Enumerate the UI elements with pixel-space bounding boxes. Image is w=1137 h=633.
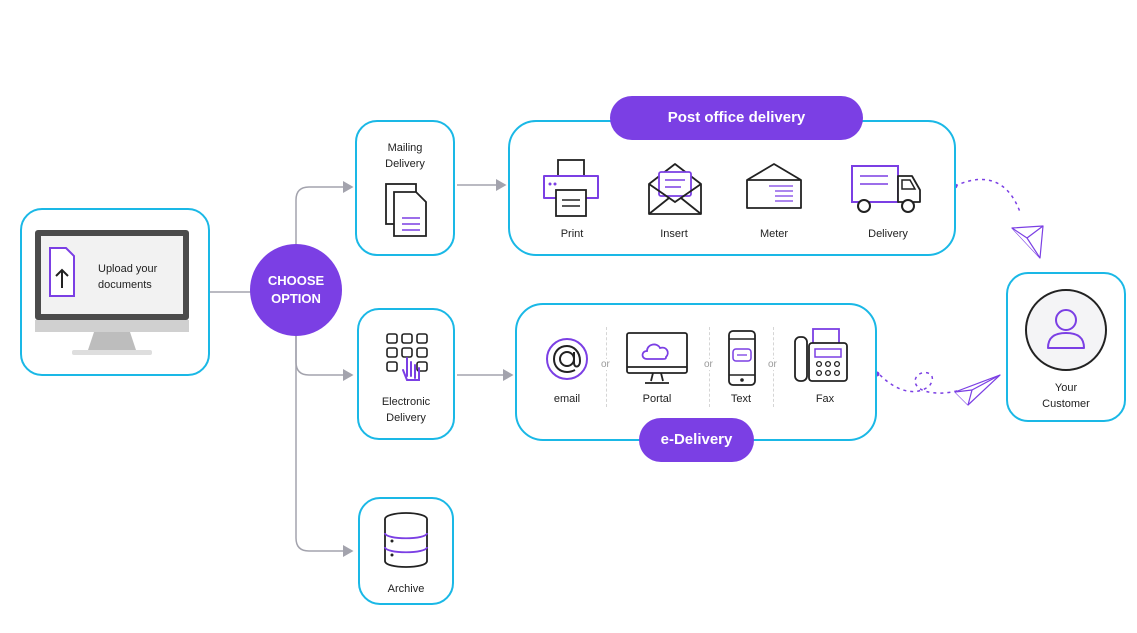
printer-icon	[543, 159, 599, 217]
customer-box[interactable]: Your Customer	[1006, 272, 1126, 422]
separator-or-2: or	[702, 359, 715, 370]
dotted-path-edelivery	[879, 371, 961, 394]
channel-portal-label: Portal	[642, 393, 672, 405]
archive-label: Archive	[387, 583, 425, 595]
truck-icon	[851, 165, 921, 213]
post-office-title: Post office delivery	[610, 96, 863, 140]
mailing-line1: Mailing	[387, 142, 423, 154]
email-at-icon	[546, 338, 588, 380]
step-meter-label: Meter	[759, 228, 789, 240]
step-insert-label: Insert	[660, 228, 688, 240]
upload-text-line2: documents	[98, 279, 152, 291]
electronic-delivery-box[interactable]: Electronic Delivery	[357, 308, 455, 440]
mailing-line2: Delivery	[385, 158, 425, 170]
keypad-icon	[386, 333, 428, 381]
channel-email-label: email	[553, 393, 581, 405]
connector-choose-mailing	[295, 181, 354, 245]
fax-machine-icon	[794, 328, 848, 382]
metered-envelope-icon	[746, 163, 802, 209]
channel-text-label: Text	[730, 393, 752, 405]
customer-line1: Your	[1054, 382, 1078, 394]
envelope-icon	[648, 163, 702, 215]
channel-fax-label: Fax	[815, 393, 835, 405]
edelivery-title: e-Delivery	[639, 418, 754, 462]
customer-line2: Customer	[1042, 398, 1090, 410]
monitor-icon	[35, 230, 189, 355]
paper-plane-icon-top	[1011, 225, 1044, 259]
paper-plane-icon-bottom	[954, 374, 1001, 406]
step-delivery-label: Delivery	[868, 228, 908, 240]
documents-icon	[385, 183, 427, 237]
user-avatar-icon	[1025, 289, 1107, 371]
separator-or-1: or	[599, 359, 612, 370]
mailing-delivery-box[interactable]: Mailing Delivery	[355, 120, 455, 256]
smartphone-icon	[728, 330, 756, 386]
post-office-box: Print Insert Meter Delivery	[508, 120, 956, 256]
choose-line2: OPTION	[271, 291, 321, 306]
choose-line1: CHOOSE	[267, 273, 325, 288]
archive-box[interactable]: Archive	[358, 497, 454, 605]
database-icon	[384, 512, 428, 568]
separator-or-3: or	[766, 359, 779, 370]
upload-box[interactable]: Upload your documents	[20, 208, 210, 376]
connector-choose-archive	[295, 335, 354, 557]
cloud-monitor-icon	[626, 332, 688, 384]
choose-option-button[interactable]: CHOOSE OPTION	[250, 244, 342, 336]
step-print-label: Print	[560, 228, 584, 240]
dotted-path-post	[954, 178, 1021, 213]
electronic-line1: Electronic	[381, 396, 431, 408]
electronic-line2: Delivery	[386, 412, 426, 424]
upload-text-line1: Upload your	[98, 263, 158, 275]
connector-choose-electronic	[295, 335, 354, 381]
